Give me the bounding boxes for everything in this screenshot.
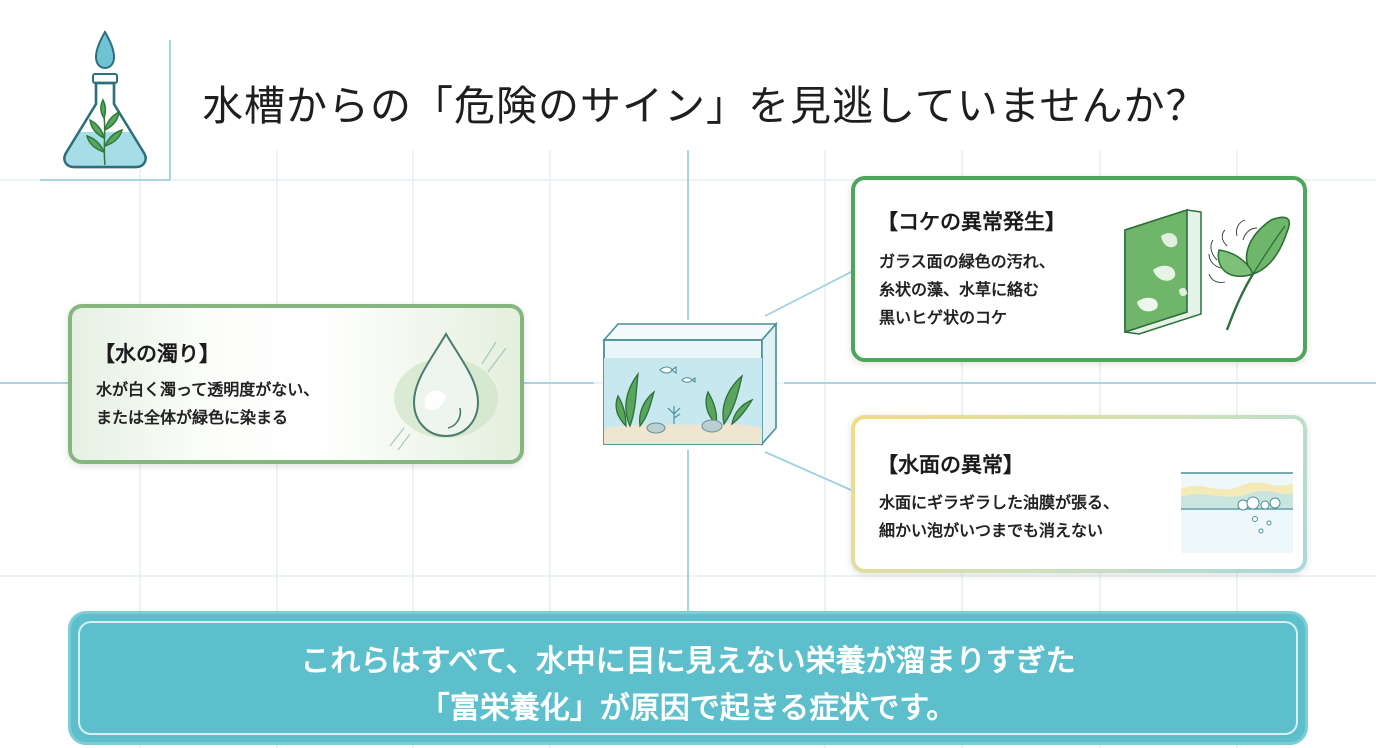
summary-line: 「富栄養化」が原因で起きる症状です。 bbox=[419, 691, 957, 726]
algae-glass-icon bbox=[1124, 208, 1202, 335]
water-surface-icon bbox=[1181, 472, 1293, 553]
card-text-line: 細かい泡がいつまでも消えない bbox=[879, 521, 1104, 540]
flask-icon bbox=[63, 30, 147, 169]
summary-inner-border bbox=[78, 621, 1298, 735]
card-text: ガラス面の緑色の汚れ、 糸状の藻、水草に絡む 黒いヒゲ状のコケ bbox=[879, 248, 1055, 332]
card-text-line: または全体が緑色に染まる bbox=[96, 408, 289, 427]
aquarium-icon bbox=[602, 321, 778, 447]
summary-text: これらはすべて、水中に目に見えない栄養が溜まりすぎた 「富栄養化」が原因で起きる… bbox=[71, 638, 1305, 732]
card-text-line: 水面にギラギラした油膜が張る、 bbox=[879, 493, 1120, 512]
card-text: 水が白く濁って透明度がない、 または全体が緑色に染まる bbox=[96, 376, 319, 432]
card-title: 【水の濁り】 bbox=[94, 342, 220, 366]
card-text-line: 水が白く濁って透明度がない、 bbox=[96, 380, 320, 399]
card-water-turbidity: 【水の濁り】 水が白く濁って透明度がない、 または全体が緑色に染まる bbox=[68, 304, 524, 464]
water-drop-icon bbox=[389, 332, 507, 451]
card-title: 【水面の異常】 bbox=[877, 453, 1024, 477]
card-text: 水面にギラギラした油膜が張る、 細かい泡がいつまでも消えない bbox=[879, 489, 1119, 545]
page-title: 水槽からの「危険のサイン」を見逃していませんか？ bbox=[202, 82, 1208, 130]
leaf-icon bbox=[1208, 216, 1291, 331]
card-algae-outbreak: 【コケの異常発生】 ガラス面の緑色の汚れ、 糸状の藻、水草に絡む 黒いヒゲ状のコ… bbox=[851, 176, 1307, 362]
card-water-surface: 【水面の異常】 水面にギラギラした油膜が張る、 細かい泡がいつまでも消えない bbox=[851, 415, 1307, 573]
card-text-line: 糸状の藻、水草に絡む bbox=[879, 280, 1040, 299]
summary-line: これらはすべて、水中に目に見えない栄養が溜まりすぎた bbox=[300, 644, 1076, 679]
summary-banner: これらはすべて、水中に目に見えない栄養が溜まりすぎた 「富栄養化」が原因で起きる… bbox=[68, 611, 1308, 745]
card-text-line: 黒いヒゲ状のコケ bbox=[879, 308, 1008, 327]
card-title: 【コケの異常発生】 bbox=[877, 210, 1066, 234]
card-text-line: ガラス面の緑色の汚れ、 bbox=[879, 252, 1055, 271]
